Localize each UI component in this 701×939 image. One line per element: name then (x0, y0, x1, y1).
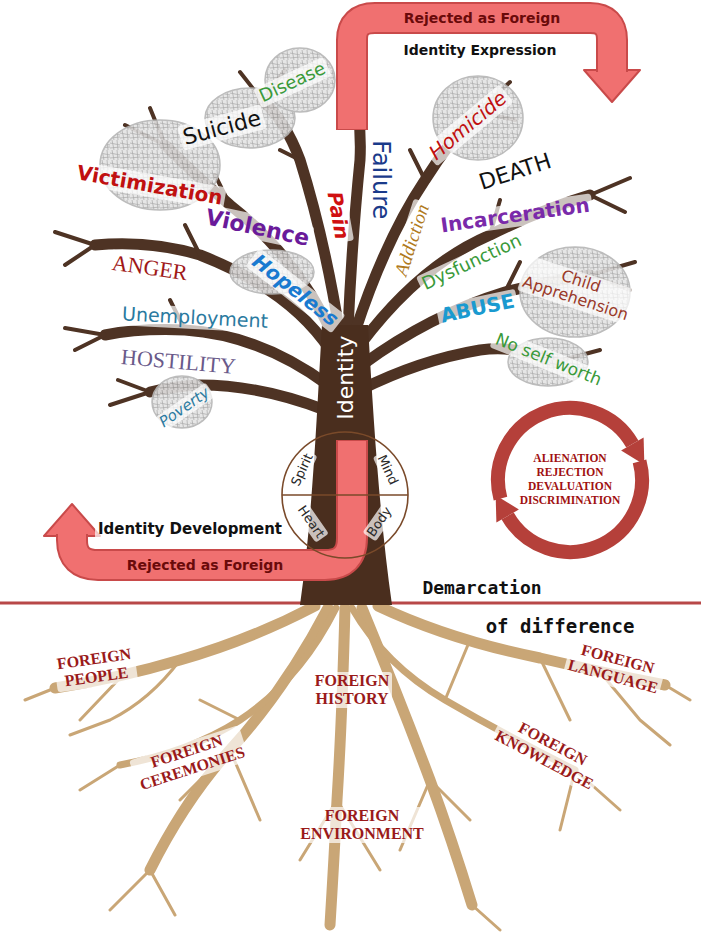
tree-roots (362, 608, 472, 905)
root-word: FOREIGN KNOWLEDGE (489, 709, 607, 795)
branch-word: DEATH (473, 148, 557, 197)
branch-word: Unemployment (119, 303, 272, 333)
rejection-arrow (72, 440, 352, 565)
root-word: FOREIGN HISTORY (312, 672, 393, 709)
branch-word: Child Apprehension (517, 255, 639, 326)
aspect-label: Spirit (287, 449, 317, 490)
rejection-arrow (44, 440, 352, 565)
arrow-text: Rejected as Foreign (127, 557, 283, 574)
branch-word: ABUSE (436, 288, 520, 327)
root-word: FOREIGN PEOPLE (52, 644, 137, 692)
demarcation-label: Demarcation (419, 578, 544, 599)
tree-roots (25, 606, 690, 930)
aspect-label: Mind (373, 451, 402, 490)
cycle-text: ALIENATION REJECTION DEVALUATION DISCRIM… (520, 452, 621, 507)
self-circle: SpiritMindHeartBody (280, 430, 410, 560)
arrow-band: Rejected as Foreign (121, 555, 289, 576)
branch-word: ANGER (108, 250, 193, 286)
branch-word: HOSTILITY (117, 344, 240, 380)
branch-word: Failure (366, 138, 394, 223)
trunk-label: Identity (332, 333, 357, 423)
branch-word: Pain (322, 186, 354, 243)
development-label: Identity Development (95, 521, 285, 538)
tree-branches (105, 330, 328, 385)
branch-word: Victimization (72, 160, 227, 209)
arrow-band: Rejected as Foreign (398, 8, 566, 29)
tree-roots (25, 640, 690, 930)
aspect-label: Body (362, 502, 396, 541)
rejection-arrow (72, 441, 352, 565)
branch-word: Dysfunction (416, 229, 528, 296)
branch-word: Addiction (389, 199, 434, 282)
cycle-arrowhead (621, 438, 644, 465)
branch-word: Violence (201, 204, 315, 252)
circle-outline (280, 430, 410, 560)
branch-word: Homicide (422, 84, 513, 166)
root-word: FOREIGN LANGUAGE (563, 637, 668, 698)
circle-divider (282, 494, 408, 496)
arrow-text: Rejected as Foreign (404, 10, 560, 27)
demarcation-label: of difference (483, 616, 638, 638)
rejection-arrow (44, 504, 100, 536)
branch-word: No self worth (489, 329, 606, 392)
root-word: FOREIGN ENVIRONMENT (297, 807, 427, 844)
cycle-arrowhead (496, 495, 519, 522)
cycle-circle: ALIENATION REJECTION DEVALUATION DISCRIM… (485, 395, 655, 565)
rejection-arrow (584, 70, 640, 102)
tree-roots (330, 608, 345, 925)
branch-word: Disease (253, 56, 331, 107)
circle-outline (282, 432, 408, 558)
branch-word: Poverty (154, 383, 216, 433)
root-word: FOREIGN CEREMONIES (129, 725, 250, 796)
expression-label: Identity Expression (401, 42, 560, 58)
branch-word: Suicide (177, 105, 266, 152)
tree-roots (25, 640, 690, 930)
